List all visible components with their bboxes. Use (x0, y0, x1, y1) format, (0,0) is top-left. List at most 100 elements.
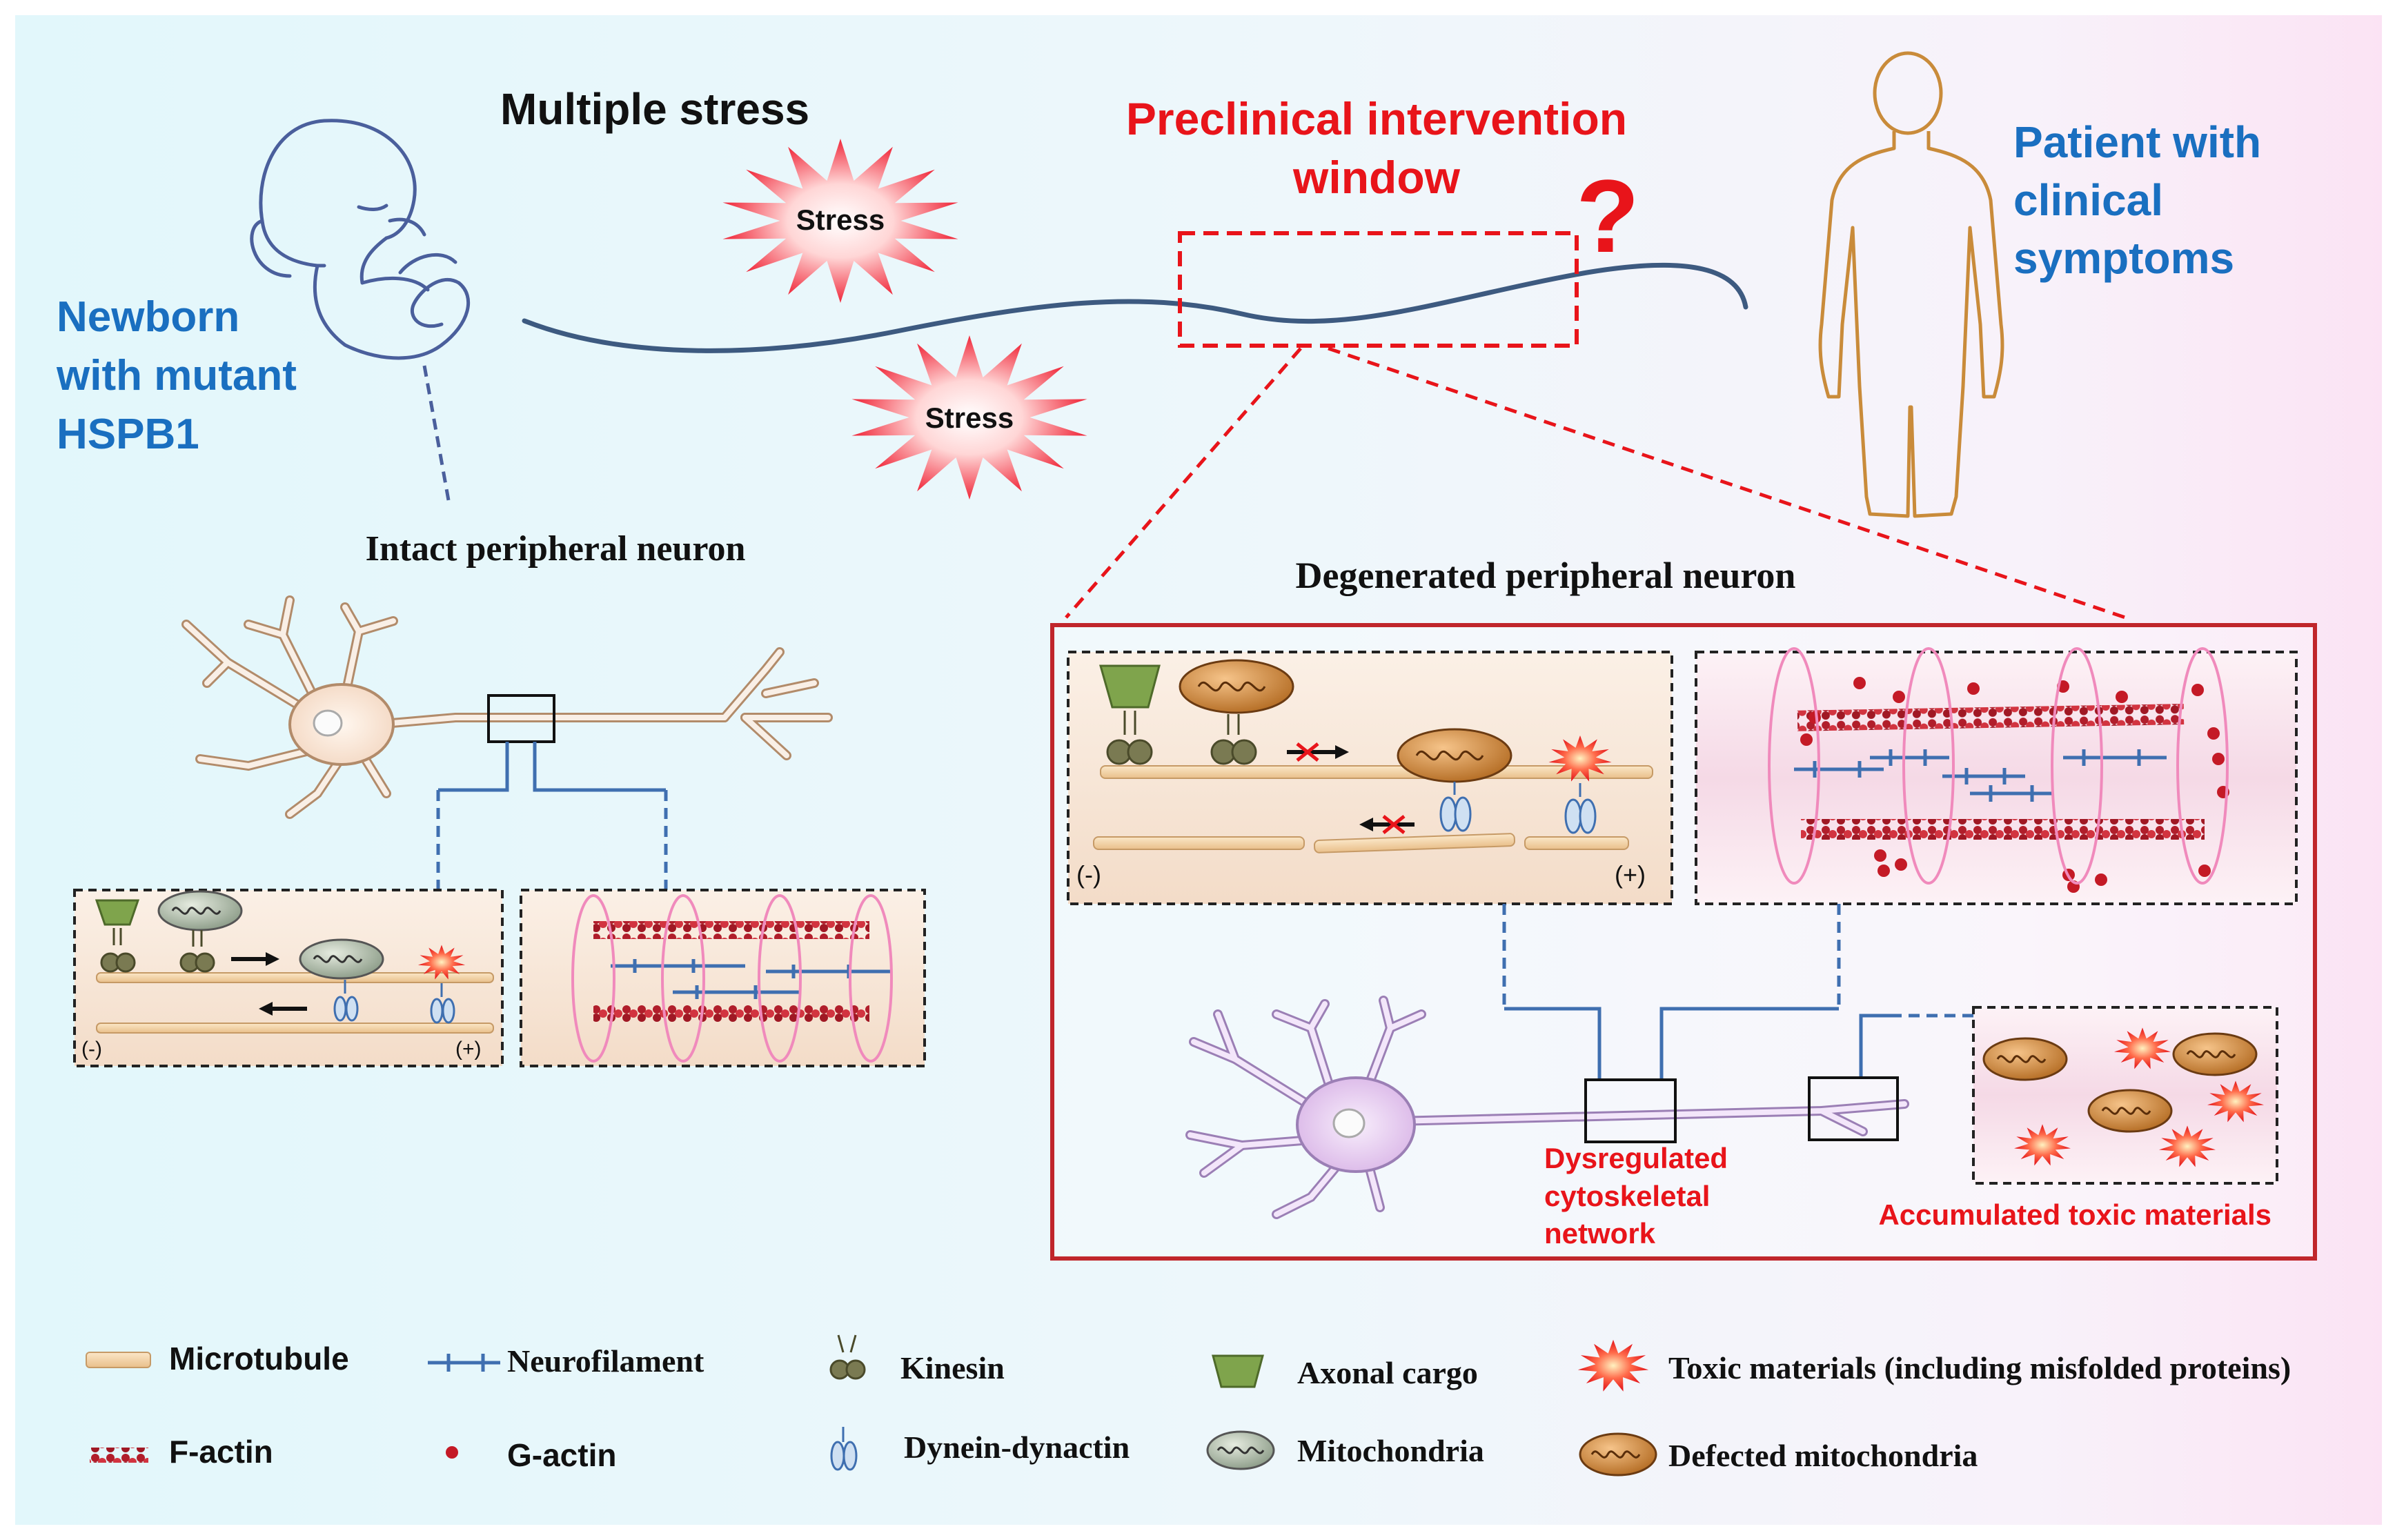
legend-axonal-cargo-label: Axonal cargo (1297, 1355, 1478, 1390)
toxic-material-icon (2159, 1125, 2216, 1167)
toxic-material-icon (2114, 1027, 2171, 1069)
legend-defected-mito-label: Defected mitochondria (1668, 1438, 1978, 1473)
accumulated-label: Accumulated toxic materials (1878, 1198, 2271, 1231)
anterograde-arrow-icon (231, 952, 279, 966)
question-mark: ? (1576, 158, 1639, 274)
f-actin-filament (593, 1004, 869, 1022)
intervention-label-line2: window (1292, 152, 1461, 203)
degenerated-zoom-connectors (1502, 904, 1973, 1080)
kinesin-icon (1106, 711, 1153, 765)
legend-microtubule-label: Microtubule (169, 1341, 349, 1376)
zoom-line-right (1328, 346, 2126, 620)
dynein-icon (430, 983, 455, 1024)
patient-human-icon (1818, 51, 2004, 518)
stress-label-2: Stress (925, 402, 1014, 434)
legend-defected-mitochondrion-icon (1579, 1432, 1657, 1477)
dysregulated-label-line1: Dysregulated (1544, 1142, 1728, 1174)
patient-label-line2: clinical (2013, 175, 2163, 225)
newborn-baby-icon (250, 119, 471, 360)
legend-kinesin-label: Kinesin (900, 1350, 1005, 1385)
legend-neurofilament-swatch (428, 1354, 500, 1372)
minus-end-label: (-) (1076, 860, 1101, 889)
degenerated-neuron-title: Degenerated peripheral neuron (1296, 555, 1796, 596)
blocked-retrograde-arrow-icon (1359, 815, 1415, 834)
intact-neuron-title: Intact peripheral neuron (366, 529, 746, 569)
dynein-icon (333, 980, 359, 1022)
minus-end-label: (-) (81, 1038, 102, 1060)
legend: Microtubule Neurofilament Kinesin Axonal… (86, 1334, 2291, 1477)
intervention-window-box (1178, 231, 1579, 348)
defected-mitochondrion-icon (1397, 728, 1512, 783)
membrane-rings (571, 894, 893, 1063)
membrane-rings (1768, 647, 2229, 885)
degenerated-cytoskeleton-panel (1695, 647, 2298, 905)
legend-toxic-icon (1577, 1339, 1649, 1392)
newborn-label-line3: HSPB1 (57, 411, 199, 458)
defected-mitochondrion-icon (2087, 1089, 2173, 1133)
intact-axon-zoom-box (487, 694, 555, 743)
intervention-label-line1: Preclinical intervention (1126, 93, 1627, 144)
kinesin-icon (100, 928, 136, 973)
legend-microtubule-swatch (86, 1352, 151, 1368)
microtubule-bar (1093, 836, 1305, 850)
axonal-cargo-icon (95, 899, 140, 926)
microtubule-bar (1314, 833, 1515, 853)
microtubule-bar (96, 1023, 494, 1034)
plus-end-label: (+) (455, 1038, 482, 1060)
toxic-accumulation-panel (1972, 1006, 2278, 1185)
neurofilament-group (1794, 749, 2167, 802)
patient-label-line3: symptoms (2013, 233, 2234, 283)
plus-end-label: (+) (1615, 860, 1646, 889)
intact-zoom-connectors (436, 742, 668, 890)
degenerated-neuron-icon (1185, 996, 1909, 1219)
legend-mitochondrion-icon (1206, 1430, 1275, 1470)
defected-mitochondrion-icon (2172, 1032, 2258, 1076)
defected-mitochondrion-icon (1982, 1037, 2068, 1081)
f-actin-filament (593, 921, 869, 939)
intact-neuron-icon (181, 595, 833, 819)
legend-f-actin-swatch (90, 1448, 148, 1463)
kinesin-icon (179, 930, 215, 973)
microtubule-bar (1524, 836, 1629, 850)
multiple-stress-label: Multiple stress (500, 84, 809, 134)
accumulation-zoom-box (1808, 1076, 1899, 1141)
kinesin-icon (1210, 714, 1257, 765)
degenerated-transport-panel: (-) (+) (1067, 651, 1673, 905)
f-actin-filament (1801, 819, 2205, 840)
stress-label-1: Stress (796, 204, 885, 236)
newborn-label-line2: with mutant (56, 352, 297, 399)
microtubule-bar (1100, 765, 1653, 779)
timeline-curve (522, 262, 1748, 353)
dynein-icon (1439, 782, 1472, 832)
zoom-line-left (1065, 347, 1302, 619)
microtubule-bar (96, 972, 494, 983)
toxic-material-icon (1548, 736, 1612, 782)
axonal-cargo-icon (1099, 664, 1161, 709)
stress-burst-1: Stress (722, 139, 958, 303)
toxic-material-icon (2014, 1124, 2071, 1166)
toxic-material-icon (417, 945, 466, 980)
dysregulated-label-line3: network (1544, 1217, 1656, 1250)
mitochondrion-icon (157, 890, 243, 931)
legend-toxic-label: Toxic materials (including misfolded pro… (1668, 1350, 2291, 1385)
intact-transport-panel: (-) (+) (73, 889, 504, 1067)
dynein-icon (1564, 783, 1597, 834)
toxic-material-icon (2207, 1080, 2264, 1123)
patient-label-line1: Patient with (2013, 117, 2261, 167)
blocked-anterograde-arrow-icon (1287, 742, 1349, 762)
neurofilament-group (611, 959, 890, 999)
legend-neurofilament-label: Neurofilament (507, 1343, 704, 1379)
legend-g-actin-dot (446, 1446, 458, 1459)
legend-dynein-icon (830, 1427, 858, 1471)
intact-cytoskeleton-panel (520, 889, 926, 1067)
mitochondrion-icon (299, 938, 384, 980)
f-actin-filament (1797, 704, 2185, 731)
defected-mitochondrion-icon (1179, 659, 1294, 714)
legend-dynein-label: Dynein-dynactin (904, 1430, 1130, 1465)
legend-f-actin-label: F-actin (169, 1434, 273, 1470)
dysregulated-zoom-box (1584, 1078, 1677, 1143)
dysregulated-label-line2: cytoskeletal (1544, 1180, 1710, 1212)
legend-kinesin-icon (829, 1334, 866, 1380)
retrograde-arrow-icon (259, 1002, 307, 1016)
